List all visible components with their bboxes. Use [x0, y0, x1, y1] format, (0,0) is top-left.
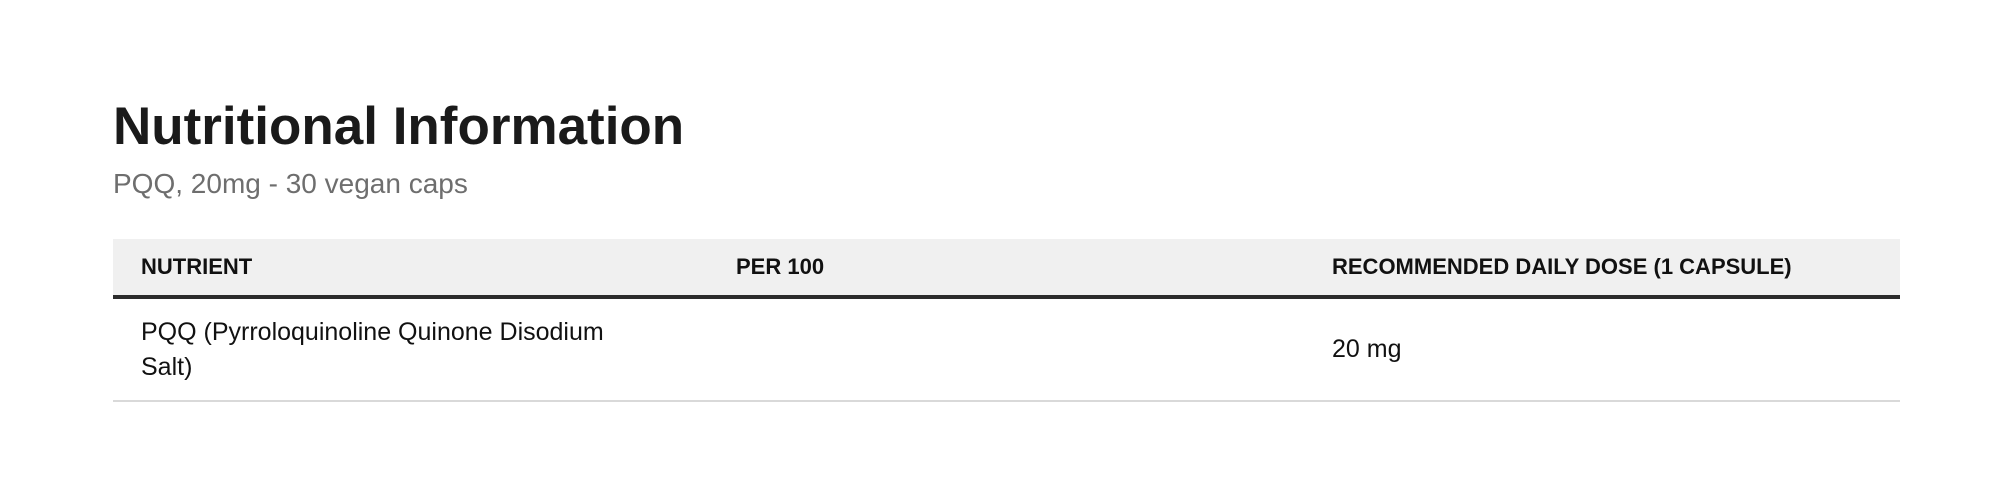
cell-per-100 — [708, 297, 1304, 402]
cell-daily-dose: 20 mg — [1304, 297, 1900, 402]
table-header-row: NUTRIENT PER 100 RECOMMENDED DAILY DOSE … — [113, 239, 1900, 299]
nutrition-table: NUTRIENT PER 100 RECOMMENDED DAILY DOSE … — [113, 239, 1900, 402]
table-body: PQQ (Pyrroloquinoline Quinone Disodium S… — [113, 297, 1900, 402]
page-title: Nutritional Information — [113, 97, 685, 156]
table-row: PQQ (Pyrroloquinoline Quinone Disodium S… — [113, 297, 1900, 402]
header-nutrient: NUTRIENT — [113, 239, 708, 299]
header-per-100: PER 100 — [708, 239, 1304, 299]
table-header: NUTRIENT PER 100 RECOMMENDED DAILY DOSE … — [113, 239, 1900, 299]
nutrient-name: PQQ (Pyrroloquinoline Quinone Disodium S… — [141, 317, 604, 381]
page-subtitle: PQQ, 20mg - 30 vegan caps — [113, 168, 468, 199]
header-daily-dose: RECOMMENDED DAILY DOSE (1 CAPSULE) — [1304, 239, 1900, 299]
cell-nutrient: PQQ (Pyrroloquinoline Quinone Disodium S… — [113, 297, 708, 402]
